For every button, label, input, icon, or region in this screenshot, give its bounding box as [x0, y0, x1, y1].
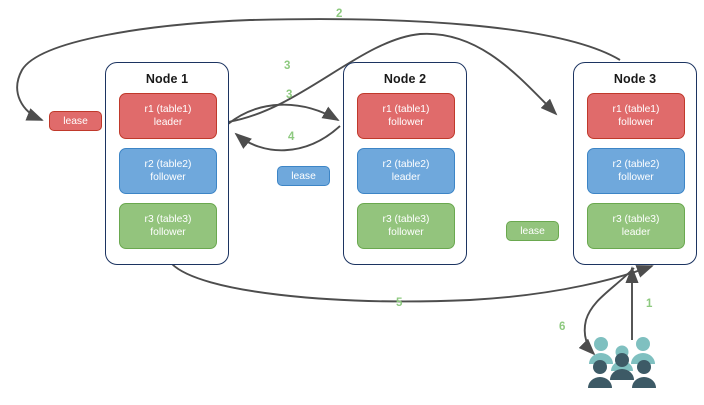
edge-5-path	[171, 263, 654, 303]
edge-label-5: 5	[396, 297, 403, 309]
lease-badge-r2: lease	[277, 166, 330, 186]
edge-label-1: 1	[646, 298, 653, 310]
replica-node3-r2: r2 (table2) follower	[587, 148, 685, 194]
replica-node1-r1: r1 (table1) leader	[119, 93, 217, 139]
replica-node1-r3: r3 (table3) follower	[119, 203, 217, 249]
edge-label-3-short: 3	[286, 89, 293, 101]
replica-name: r1 (table1)	[612, 104, 660, 115]
replica-role: follower	[618, 117, 654, 128]
replica-role: leader	[153, 117, 183, 128]
replica-node3-r3: r3 (table3) leader	[587, 203, 685, 249]
replica-node3-r1: r1 (table1) follower	[587, 93, 685, 139]
replica-role: follower	[388, 117, 424, 128]
replica-node2-r3: r3 (table3) follower	[357, 203, 455, 249]
node-box-node1: Node 1 r1 (table1) leader r2 (table2) fo…	[105, 62, 229, 265]
replica-name: r3 (table3)	[612, 214, 660, 225]
node-title-node3: Node 3	[613, 72, 657, 86]
lease-label: lease	[520, 225, 545, 237]
lease-badge-r3: lease	[506, 221, 559, 241]
node-title-node1: Node 1	[145, 72, 189, 86]
edge-label-4: 4	[288, 131, 295, 143]
node-title-node2: Node 2	[383, 72, 427, 86]
replica-role: follower	[150, 172, 186, 183]
replica-role: leader	[391, 172, 421, 183]
replica-name: r3 (table3)	[382, 214, 430, 225]
replica-role: follower	[618, 172, 654, 183]
replica-name: r1 (table1)	[144, 104, 192, 115]
lease-badge-r1: lease	[49, 111, 102, 131]
replica-role: follower	[388, 227, 424, 238]
replica-node1-r2: r2 (table2) follower	[119, 148, 217, 194]
replica-role: follower	[150, 227, 186, 238]
replica-node2-r1: r1 (table1) follower	[357, 93, 455, 139]
edge-label-2: 2	[336, 8, 343, 20]
node-box-node2: Node 2 r1 (table1) follower r2 (table2) …	[343, 62, 467, 265]
replica-name: r1 (table1)	[382, 104, 430, 115]
replica-role: leader	[621, 227, 651, 238]
lease-label: lease	[291, 170, 316, 182]
edge-3-short-path	[227, 103, 340, 125]
replica-name: r2 (table2)	[382, 159, 430, 170]
lease-label: lease	[63, 115, 88, 127]
replica-name: r3 (table3)	[144, 214, 192, 225]
replica-name: r2 (table2)	[144, 159, 192, 170]
replica-name: r2 (table2)	[612, 159, 660, 170]
edge-label-3-long: 3	[284, 60, 291, 72]
edge-label-6: 6	[559, 321, 566, 333]
node-box-node3: Node 3 r1 (table1) follower r2 (table2) …	[573, 62, 697, 265]
replica-node2-r2: r2 (table2) leader	[357, 148, 455, 194]
people-group-icon	[588, 335, 656, 391]
